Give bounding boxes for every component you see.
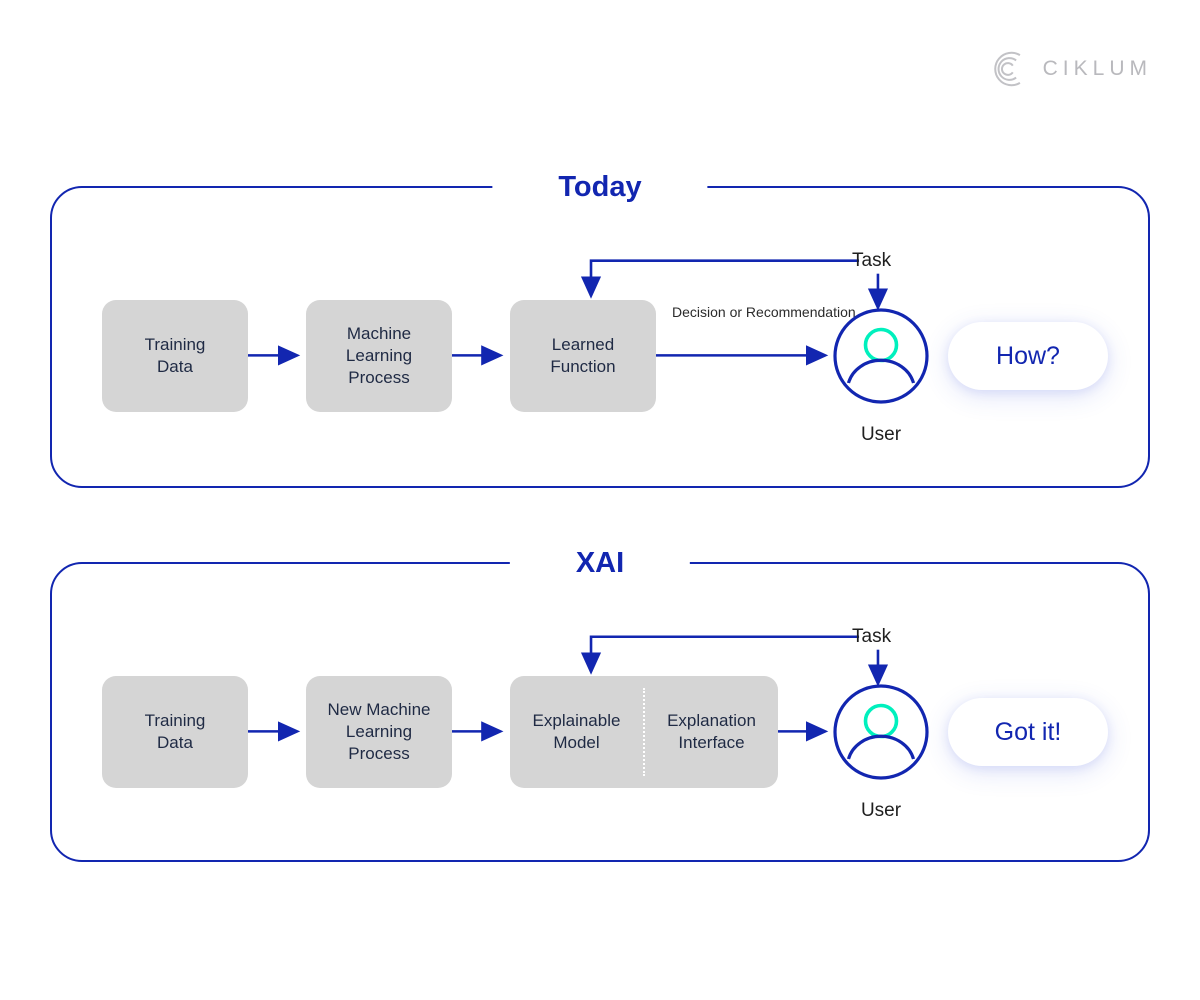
process-box-training-data: Training Data: [102, 676, 248, 788]
task-label: Task: [852, 626, 892, 647]
box-line: Machine: [346, 324, 412, 343]
user-avatar-icon: [833, 308, 929, 404]
task-label: Task: [852, 250, 892, 271]
process-box-training-data: Training Data: [102, 300, 248, 412]
brand-name: CIKLUM: [1042, 57, 1152, 80]
box-line: Learning: [345, 722, 413, 741]
section-title-today: Today: [492, 167, 708, 207]
box-line: Interface: [678, 733, 745, 752]
speech-bubble-got-it: Got it!: [948, 698, 1108, 766]
box-line: Model: [553, 733, 600, 752]
user-avatar-icon: [833, 684, 929, 780]
process-half-explainable-model: Explainable Model: [510, 676, 643, 788]
section-title-xai: XAI: [509, 543, 691, 583]
process-box-ml-process: Machine Learning Process: [306, 300, 452, 412]
box-line: Training: [144, 711, 206, 730]
box-divider: [643, 688, 645, 776]
speech-bubble-how: How?: [948, 322, 1108, 390]
ciklum-logo-icon: [993, 51, 1021, 87]
section-today: Today Training Data: [50, 167, 1150, 488]
user-label: User: [860, 800, 902, 821]
box-line: Data: [157, 357, 193, 376]
box-line: Explainable: [532, 711, 621, 730]
box-line: Function: [550, 357, 616, 376]
section-xai: XAI Training Data: [50, 543, 1150, 862]
box-line: New Machine: [327, 700, 431, 719]
box-line: Data: [157, 733, 193, 752]
edge-label-decision-or-recommendation: Decision or Recommendation: [672, 304, 856, 321]
box-line: Explanation: [667, 711, 756, 730]
box-line: Learning: [345, 346, 413, 365]
process-box-new-ml-process: New Machine Learning Process: [306, 676, 452, 788]
edge-label-line: Recommendation: [745, 304, 856, 320]
box-line: Process: [348, 744, 410, 763]
edge-label-line: Decision or: [672, 304, 743, 320]
user-label: User: [860, 424, 902, 445]
process-box-explainable-split: Explainable Model Explanation Interface: [510, 676, 778, 788]
process-half-explanation-interface: Explanation Interface: [645, 676, 778, 788]
brand-logo: CIKLUM: [987, 48, 1152, 90]
flow-today: Training Data Machine Learning Process L…: [52, 188, 1148, 486]
flow-xai: Training Data New Machine Learning Proce…: [52, 564, 1148, 860]
box-line: Training: [144, 335, 206, 354]
box-line: Process: [348, 368, 410, 387]
box-line: Learned: [551, 335, 615, 354]
process-box-learned-function: Learned Function: [510, 300, 656, 412]
